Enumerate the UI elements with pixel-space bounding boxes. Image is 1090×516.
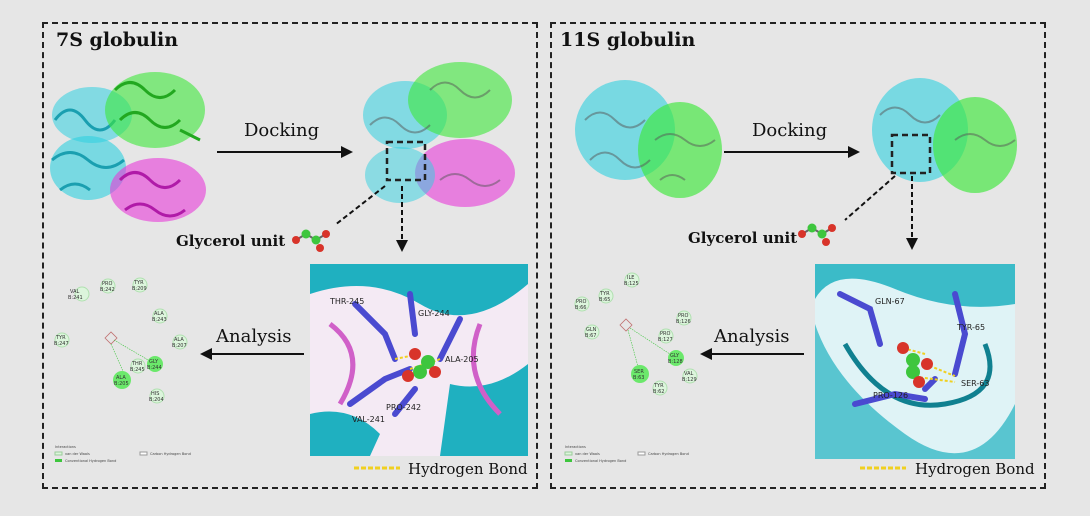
res3d-7s-4: VAL-241 [352, 415, 385, 424]
res2d-7s-2-name: TYR [133, 280, 144, 286]
res2d-11s-0-id: B:125 [624, 281, 639, 287]
interaction-2d-11s: ILE B:125 PRO B:66 TYR B:65 PRO B:126 GL… [564, 272, 698, 463]
res2d-7s-6-name: GLY [149, 359, 159, 365]
res2d-7s-1-id: B:242 [100, 287, 115, 293]
res2d-11s-4-id: B:67 [585, 333, 596, 339]
hbond-legend-label-11s: Hydrogen Bond [915, 460, 1035, 478]
hbond-legend-line-7s [354, 466, 400, 470]
res2d-7s-4-name: TYR [55, 335, 66, 341]
glycerol-label-11s: Glycerol unit [688, 229, 798, 247]
ligand-2d-7s [104, 331, 118, 345]
panel-7s-title: 7S globulin [56, 29, 179, 51]
res2d-11s-3-name: PRO [678, 313, 688, 319]
interaction-2d-7s: VAL B:241 PRO B:242 TYR B:209 ALA B:243 … [54, 277, 191, 463]
res2d-11s-4-name: GLN [586, 327, 597, 333]
res2d-11s-0-name: ILE [627, 275, 634, 281]
legend-7s-chb: Conventional Hydrogen Bond [65, 459, 116, 463]
res2d-11s-1-id: B:66 [575, 305, 586, 311]
docking-label-11s: Docking [752, 120, 828, 141]
protein-11s-structure [575, 80, 722, 198]
res2d-7s-0-name: VAL [70, 289, 80, 295]
connector-lines-11s [844, 175, 918, 250]
res2d-7s-2-id: B:209 [132, 286, 147, 292]
legend-11s-chb: Conventional Hydrogen Bond [575, 459, 626, 463]
res2d-11s-7-name: SER [634, 369, 644, 375]
res3d-7s-3: PRO-242 [386, 403, 421, 412]
panel-7s-globulin [42, 22, 538, 489]
docking-arrow-11s [724, 146, 860, 158]
res3d-7s-1: GLY-244 [418, 309, 450, 318]
panel-11s-title: 11S globulin [560, 29, 696, 51]
hbond-legend-line-11s [860, 466, 906, 470]
glycerol-label-7s: Glycerol unit [176, 232, 286, 250]
res2d-11s-1-name: PRO [576, 299, 586, 305]
chain-green [105, 72, 205, 148]
analysis-arrow-7s [200, 348, 304, 360]
docked-11s-structure [872, 78, 1017, 193]
legend-11s-title: Interactions [565, 445, 586, 449]
res2d-11s-5-id: B:127 [658, 337, 673, 343]
panel-11s-globulin [550, 22, 1046, 489]
chain-magenta [110, 158, 206, 222]
res2d-7s-8-id: B:205 [114, 381, 129, 387]
res2d-11s-2-id: B:65 [599, 297, 610, 303]
res2d-11s-6-name: GLY [670, 353, 680, 359]
legend-11s-cahb: Carbon Hydrogen Bond [648, 452, 689, 456]
legend-11s-vdw: van der Waals [575, 452, 600, 456]
ligand-2d-11s [619, 318, 633, 332]
docked-7s-structure [363, 62, 515, 207]
res3d-11s-0: GLN-67 [875, 297, 905, 306]
res2d-7s-4-id: B:247 [54, 341, 69, 347]
binding-pose-3d-7s: THR-245 GLY-244 ALA-205 PRO-242 VAL-241 [310, 264, 528, 456]
legend-2d-7s: Interactions van der Waals Conventional … [54, 445, 191, 463]
analysis-label-7s: Analysis [216, 326, 292, 347]
res2d-7s-5-name: ALA [174, 337, 184, 343]
res2d-11s-3-id: B:126 [676, 319, 691, 325]
legend-7s-title: Interactions [55, 445, 76, 449]
analysis-label-11s: Analysis [714, 326, 790, 347]
res2d-7s-9-id: B:204 [149, 397, 164, 403]
res2d-7s-3-id: B:243 [152, 317, 167, 323]
res2d-7s-9-name: HIS [151, 391, 159, 397]
res2d-7s-3-name: ALA [154, 311, 164, 317]
res2d-7s-7-id: B:245 [130, 367, 145, 373]
res2d-7s-1-name: PRO [102, 281, 112, 287]
res2d-7s-0-id: B:241 [68, 295, 83, 301]
res2d-11s-9-name: TYR [653, 383, 664, 389]
res2d-11s-2-name: TYR [599, 291, 610, 297]
binding-site-box-11s [890, 133, 932, 175]
res2d-7s-7-name: THR [131, 361, 143, 367]
res3d-11s-1: TYR-65 [956, 323, 985, 332]
glycerol-molecule-11s [798, 223, 836, 246]
connector-lines-7s [334, 185, 408, 252]
res2d-11s-7-id: B:63 [633, 375, 644, 381]
res2d-11s-5-name: PRO [660, 331, 670, 337]
res2d-11s-6-id: B:128 [668, 359, 683, 365]
res2d-11s-8-name: VAL [684, 371, 694, 377]
res2d-7s-8-name: ALA [116, 375, 126, 381]
docking-arrow-7s [217, 146, 353, 158]
binding-pose-3d-11s: GLN-67 TYR-65 SER-63 PRO-126 [815, 264, 1015, 459]
hbond-legend-label-7s: Hydrogen Bond [408, 460, 528, 478]
res3d-11s-2: SER-63 [961, 379, 989, 388]
glycerol-molecule-7s [292, 229, 330, 252]
docking-label-7s: Docking [244, 120, 320, 141]
protein-7s-structure [50, 72, 206, 222]
res2d-7s-6-id: B:244 [147, 365, 162, 371]
res2d-11s-8-id: B:129 [682, 377, 697, 383]
res2d-7s-5-id: B:207 [172, 343, 187, 349]
legend-7s-vdw: van der Waals [65, 452, 90, 456]
binding-site-box-7s [385, 140, 427, 182]
legend-7s-cahb: Carbon Hydrogen Bond [150, 452, 191, 456]
legend-2d-11s: Interactions van der Waals Conventional … [564, 445, 689, 463]
res3d-7s-2: ALA-205 [445, 355, 479, 364]
res3d-7s-0: THR-245 [329, 297, 364, 306]
res3d-11s-3: PRO-126 [873, 391, 908, 400]
res2d-11s-9-id: B:62 [653, 389, 664, 395]
analysis-arrow-11s [700, 348, 804, 360]
